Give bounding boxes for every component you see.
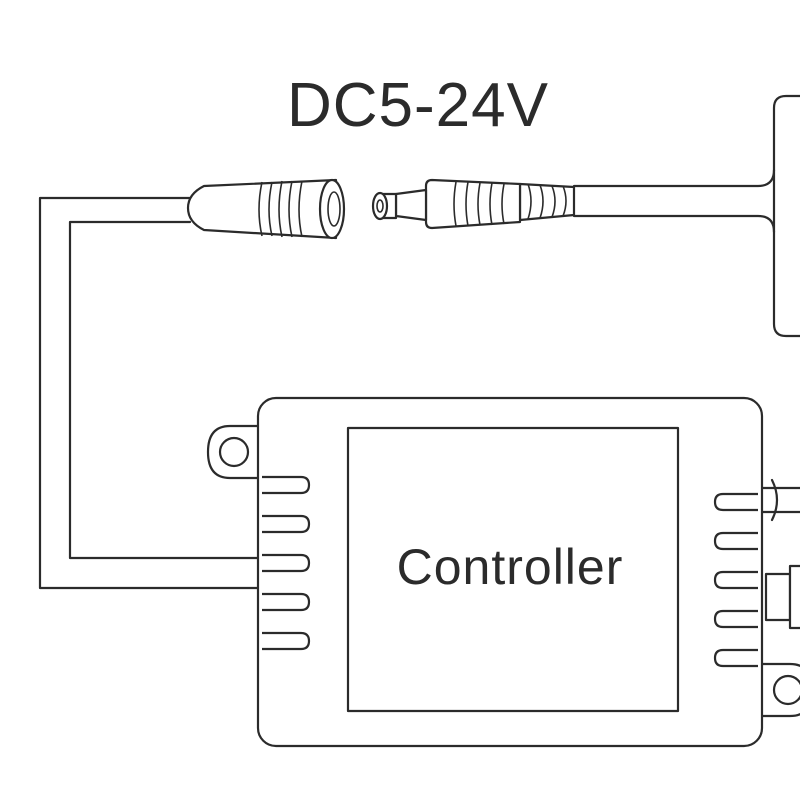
power-adapter	[772, 94, 800, 338]
male-dc-plug	[371, 178, 576, 230]
mounting-tab-right	[758, 662, 800, 718]
voltage-label: DC5-24V	[287, 71, 549, 140]
controller-box: Controller	[256, 396, 764, 748]
adapter-cable	[572, 168, 776, 234]
right-terminals	[713, 492, 758, 668]
controller-label: Controller	[397, 539, 624, 595]
output-wires	[758, 478, 800, 630]
mounting-tab-left	[206, 424, 264, 480]
female-dc-jack	[186, 178, 346, 240]
left-terminals	[262, 475, 311, 651]
controller-cable	[38, 196, 260, 590]
